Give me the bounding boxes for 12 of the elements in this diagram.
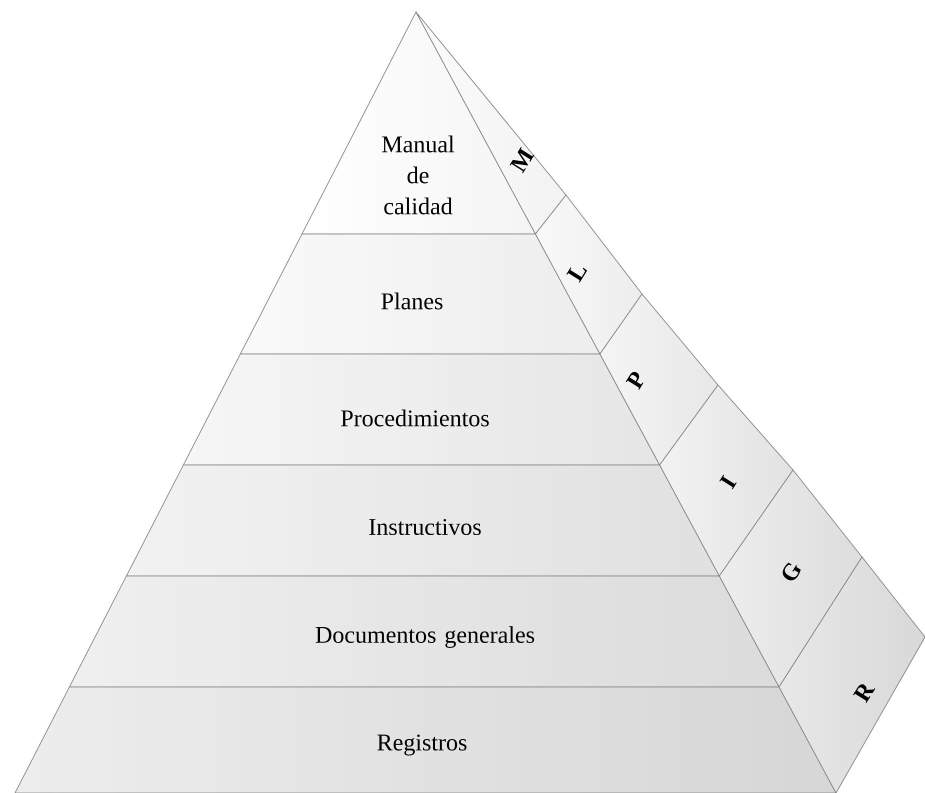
side-letter: P bbox=[626, 372, 644, 390]
level-label: Manual de calidad bbox=[382, 136, 454, 214]
level-label: Planes bbox=[381, 292, 442, 310]
level-label: Documentos generales bbox=[316, 626, 534, 648]
side-letter: G bbox=[782, 562, 801, 580]
side-letter: R bbox=[852, 684, 876, 704]
level-label: Instructivos bbox=[369, 518, 481, 536]
level-label: Procedimientos bbox=[341, 410, 489, 426]
side-letter: L bbox=[566, 267, 588, 283]
side-letter: M bbox=[510, 146, 534, 174]
level-label: Registros bbox=[377, 734, 466, 756]
side-letter: I bbox=[719, 474, 737, 490]
